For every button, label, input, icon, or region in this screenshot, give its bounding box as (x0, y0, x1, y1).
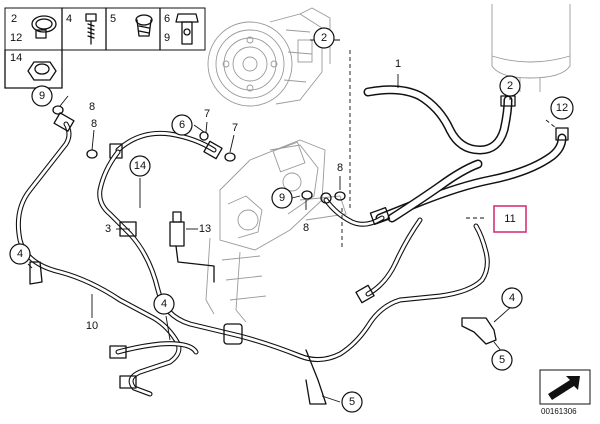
callout-8-left-lower: 8 (91, 118, 97, 130)
feed-pipe (97, 149, 490, 405)
callout-6: 6 (171, 114, 193, 136)
leader-lines (27, 39, 557, 403)
svg-text:9: 9 (279, 192, 285, 204)
legend-label-12: 12 (10, 32, 22, 44)
callout-8-right-lower: 8 (303, 222, 309, 234)
steering-gear (205, 139, 347, 323)
svg-text:10: 10 (86, 320, 98, 332)
bolt-icon (85, 13, 97, 45)
banjo-bolt-icon (175, 13, 199, 45)
callout-12: 12 (550, 96, 574, 120)
callout-7-upper: 7 (204, 108, 210, 120)
callout-14: 14 (129, 155, 151, 177)
callout-8-left-upper: 8 (89, 101, 95, 113)
callout-13: 13 (199, 223, 211, 235)
callout-4-right: 4 (501, 287, 523, 309)
svg-text:7: 7 (204, 108, 210, 120)
callout-11-highlighted: 11 (493, 205, 527, 233)
svg-text:13: 13 (199, 223, 211, 235)
bracket-13 (169, 211, 215, 283)
callout-9-right: 9 (271, 187, 293, 209)
power-steering-pump (207, 7, 331, 107)
svg-text:2: 2 (321, 32, 327, 44)
arrow-icon (548, 376, 580, 400)
cooler-pipe (15, 112, 182, 397)
suction-hose (363, 85, 516, 155)
svg-text:11: 11 (504, 213, 515, 225)
callout-7-lower: 7 (232, 122, 238, 134)
svg-text:8: 8 (337, 162, 343, 174)
callout-5-bottom: 5 (341, 391, 363, 413)
svg-text:4: 4 (161, 298, 167, 310)
svg-text:5: 5 (499, 354, 505, 366)
svg-text:8: 8 (91, 118, 97, 130)
svg-text:9: 9 (39, 90, 45, 102)
callout-8-right-upper: 8 (337, 162, 343, 174)
legend-label-6: 6 (164, 13, 170, 25)
callout-5-right: 5 (491, 349, 513, 371)
callout-10: 10 (86, 320, 98, 332)
svg-text:3: 3 (105, 223, 111, 235)
svg-text:2: 2 (507, 80, 513, 92)
fastener-legend: 2 4 5 6 12 9 14 (4, 7, 206, 89)
return-hose (375, 127, 569, 223)
lower-left-connectors (29, 261, 199, 389)
callout-4-lower: 4 (153, 293, 175, 315)
pressure-pipe-upper (109, 130, 223, 160)
callout-2-reservoir: 2 (499, 75, 521, 97)
legend-label-4: 4 (66, 13, 72, 25)
svg-text:4: 4 (509, 292, 515, 304)
legend-label-14: 14 (10, 52, 22, 64)
svg-text:1: 1 (395, 58, 401, 70)
hose-clamp-icon (31, 15, 57, 39)
diagram-number: 00161306 (541, 407, 577, 416)
callout-4-left: 4 (9, 243, 31, 265)
svg-text:8: 8 (303, 222, 309, 234)
svg-text:6: 6 (179, 119, 185, 131)
pressure-pipe-right (323, 197, 391, 227)
svg-text:4: 4 (17, 248, 23, 260)
svg-text:8: 8 (89, 101, 95, 113)
callout-2-pump: 2 (313, 27, 335, 49)
svg-text:12: 12 (556, 102, 568, 114)
legend-label-2: 2 (11, 13, 17, 25)
screw-icon (135, 14, 153, 37)
svg-text:7: 7 (232, 122, 238, 134)
svg-text:5: 5 (349, 396, 355, 408)
legend-label-5: 5 (110, 13, 116, 25)
callout-3: 3 (105, 223, 111, 235)
diagram-reference: 00161306 (539, 369, 591, 416)
legend-label-9: 9 (164, 32, 170, 44)
return-branch (355, 217, 497, 345)
callout-9-left: 9 (31, 85, 53, 107)
nut-icon (27, 61, 57, 81)
svg-text:14: 14 (134, 160, 146, 172)
callout-1: 1 (395, 58, 401, 70)
